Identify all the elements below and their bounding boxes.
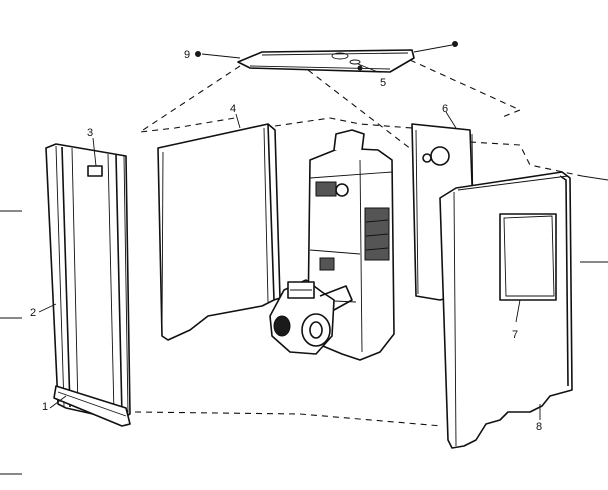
access-window (499, 213, 557, 301)
screw-icon (452, 41, 458, 47)
callout-8: 8 (536, 421, 542, 433)
callout-4: 4 (230, 103, 236, 115)
callout-6: 6 (442, 103, 448, 115)
callout-3: 3 (87, 127, 93, 139)
callout-labels: 3 4 9 5 6 7 8 2 1 (30, 49, 542, 433)
screw-icon (195, 51, 201, 57)
assembly-dashed-lines (134, 59, 583, 427)
callout-1: 1 (42, 401, 48, 413)
left-side-panel (45, 143, 131, 421)
left-back-panel (157, 123, 281, 341)
label-plate (87, 165, 103, 177)
callout-5: 5 (380, 77, 386, 89)
top-panel (195, 41, 458, 73)
front-panel (439, 171, 573, 449)
base-rail (53, 385, 131, 427)
callout-2: 2 (30, 307, 36, 319)
callout-7: 7 (512, 329, 518, 341)
callout-9: 9 (184, 49, 190, 61)
burner-assembly (269, 279, 353, 355)
leader-lines (0, 63, 608, 475)
